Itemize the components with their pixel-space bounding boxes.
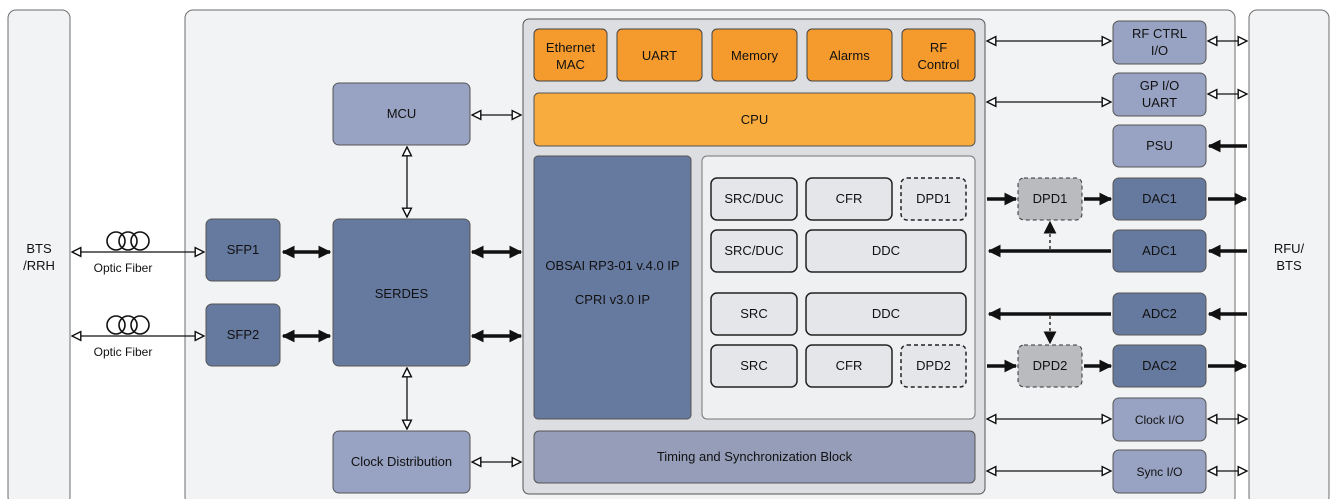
- peripheral-uart: UART: [616, 28, 703, 82]
- dpd2-external-block: [1017, 344, 1083, 388]
- dsp-cfr-1-label: CFR: [836, 191, 863, 206]
- dsp-src-1: [710, 292, 798, 336]
- timing-sync-block: [533, 430, 976, 484]
- dsp-src-2-label: SRC: [740, 358, 767, 373]
- dsp-ddc-2-label: DDC: [872, 306, 900, 321]
- obsai-label: OBSAI RP3-01 v.4.0 IP: [545, 258, 679, 273]
- left-panel: [7, 9, 71, 499]
- peripheral-ethernet-mac-label-2: MAC: [556, 57, 585, 72]
- dpd1-external-block: [1017, 177, 1083, 221]
- dsp-cfr-2: [805, 344, 893, 388]
- optic-fiber-2-icon: [106, 315, 150, 335]
- peripheral-memory-label: Memory: [731, 48, 778, 63]
- dsp-src-duc-1: [710, 177, 798, 221]
- mcu-label: MCU: [387, 106, 417, 121]
- optic-fiber-1-label: Optic Fiber: [94, 261, 153, 275]
- clock-io-block: [1112, 397, 1207, 442]
- cpu-block: [533, 92, 976, 147]
- optic-fiber-1-icon: [106, 231, 150, 251]
- clock-distribution-label: Clock Distribution: [351, 454, 452, 469]
- clock-distribution-block: [332, 430, 471, 494]
- peripheral-uart-label: UART: [642, 48, 677, 63]
- dsp-src-1-label: SRC: [740, 306, 767, 321]
- mcu-block: [332, 82, 471, 146]
- dsp-cfr-2-label: CFR: [836, 358, 863, 373]
- serdes-label: SERDES: [375, 286, 429, 301]
- dsp-dpd1: [900, 177, 967, 221]
- sfp1-label: SFP1: [227, 242, 260, 257]
- dsp-src-duc-1-label: SRC/DUC: [724, 191, 783, 206]
- dac2-block: [1112, 344, 1207, 388]
- cpri-label: CPRI v3.0 IP: [575, 292, 650, 307]
- sfp1-block: [205, 218, 281, 282]
- dac1-label: DAC1: [1142, 191, 1177, 206]
- dsp-src-duc-2-label: SRC/DUC: [724, 243, 783, 258]
- obsai-cpri-block: [533, 155, 692, 420]
- adc2-block: [1112, 292, 1207, 336]
- sync-io-block: [1112, 449, 1207, 494]
- adc1-label: ADC1: [1142, 243, 1177, 258]
- dsp-cfr-1: [805, 177, 893, 221]
- rf-ctrl-io-label-1: RF CTRL: [1132, 26, 1187, 41]
- right-panel-label-1: RFU/: [1274, 241, 1305, 256]
- left-panel-label-1: BTS: [26, 241, 52, 256]
- dpd1-external-label: DPD1: [1033, 191, 1068, 206]
- dac1-block: [1112, 177, 1207, 221]
- psu-label: PSU: [1146, 138, 1173, 153]
- peripheral-ethernet-mac: Ethernet MAC: [533, 28, 608, 82]
- dsp-dpd2-label: DPD2: [916, 358, 951, 373]
- dsp-ddc-1: [805, 229, 967, 273]
- peripheral-rf-control-label-1: RF: [930, 40, 947, 55]
- dsp-src-duc-2: [710, 229, 798, 273]
- adc2-label: ADC2: [1142, 306, 1177, 321]
- dsp-dpd1-label: DPD1: [916, 191, 951, 206]
- right-panel-label-2: BTS: [1276, 258, 1302, 273]
- rf-ctrl-io-block: [1112, 20, 1207, 65]
- left-panel-label-2: /RRH: [23, 258, 55, 273]
- peripheral-memory: Memory: [711, 28, 798, 82]
- dsp-dpd2: [900, 344, 967, 388]
- gp-io-uart-block: [1112, 72, 1207, 117]
- peripheral-alarms-label: Alarms: [829, 48, 870, 63]
- psu-block: [1112, 124, 1207, 168]
- peripheral-rf-control-label-2: Control: [918, 57, 960, 72]
- dac2-label: DAC2: [1142, 358, 1177, 373]
- optic-fiber-2-label: Optic Fiber: [94, 345, 153, 359]
- rf-ctrl-io-label-2: I/O: [1151, 43, 1168, 58]
- peripheral-ethernet-mac-label-1: Ethernet: [546, 40, 596, 55]
- sfp2-block: [205, 303, 281, 367]
- sync-io-label: Sync I/O: [1136, 465, 1182, 479]
- dsp-ddc-1-label: DDC: [872, 243, 900, 258]
- right-panel: [1248, 9, 1330, 499]
- timing-sync-label: Timing and Synchronization Block: [657, 449, 853, 464]
- dsp-ddc-2: [805, 292, 967, 336]
- dsp-src-2: [710, 344, 798, 388]
- clock-io-label: Clock I/O: [1135, 413, 1184, 427]
- gp-io-uart-label-1: GP I/O: [1140, 78, 1180, 93]
- cpu-label: CPU: [741, 112, 768, 127]
- peripheral-rf-control: RF Control: [901, 28, 976, 82]
- sfp2-label: SFP2: [227, 327, 260, 342]
- gp-io-uart-label-2: UART: [1142, 95, 1177, 110]
- dpd2-external-label: DPD2: [1033, 358, 1068, 373]
- serdes-block: [332, 218, 471, 367]
- peripheral-alarms: Alarms: [806, 28, 893, 82]
- adc1-block: [1112, 229, 1207, 273]
